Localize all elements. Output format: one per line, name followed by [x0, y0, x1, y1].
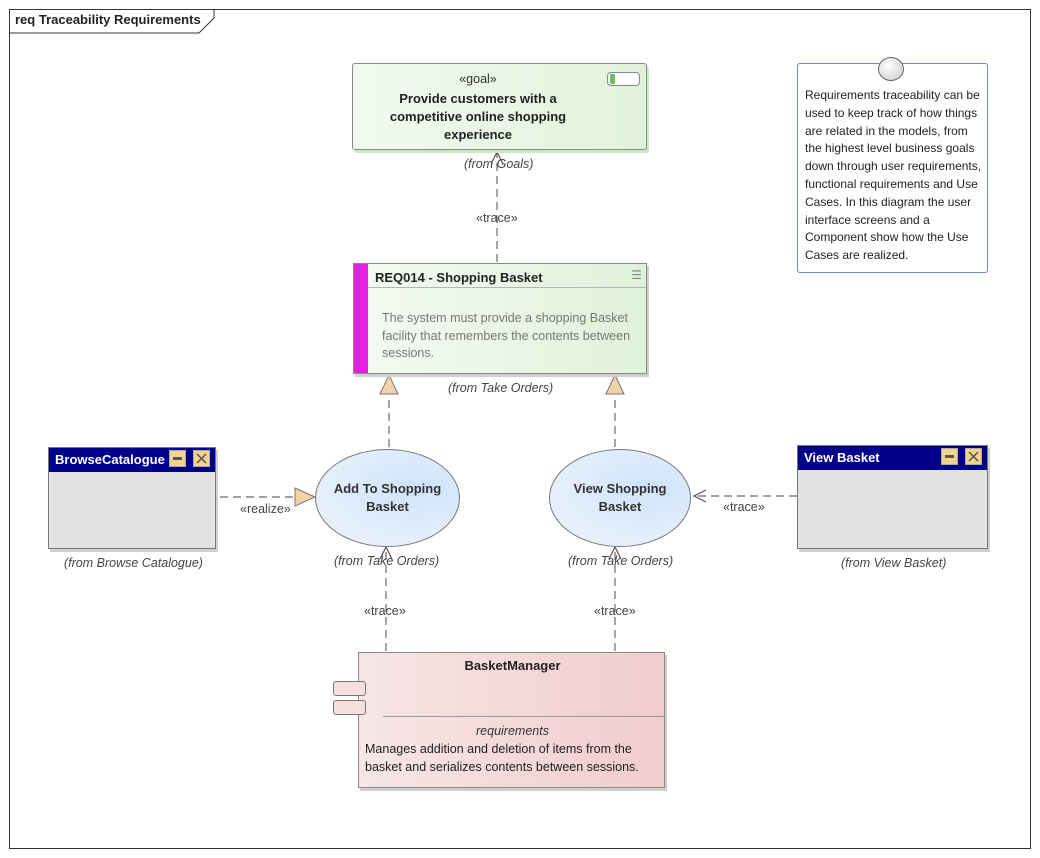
browse-catalogue-titlebar: BrowseCatalogue — [49, 448, 215, 472]
component-port-icon — [333, 681, 366, 696]
frame-tab-outline — [9, 9, 215, 34]
requirement-divider — [368, 287, 646, 288]
view-basket-from: (from View Basket) — [841, 556, 947, 570]
comp-view-trace-label: «trace» — [594, 604, 636, 618]
component-divider — [383, 716, 664, 717]
browse-catalogue-from: (from Browse Catalogue) — [64, 556, 203, 570]
component-port-icon — [333, 700, 366, 715]
minimize-icon[interactable] — [941, 448, 958, 465]
goal-trace-arrowhead — [490, 150, 504, 165]
component-body: Manages addition and deletion of items f… — [365, 742, 639, 774]
requirement-element[interactable]: REQ014 - Shopping Basket ☰ The system mu… — [353, 263, 647, 374]
viewbasket-trace-arrowhead — [692, 489, 707, 503]
component-basket-manager[interactable]: BasketManager requirements Manages addit… — [358, 652, 665, 788]
view-basket-title: View Basket — [804, 450, 880, 465]
minimize-icon[interactable] — [169, 450, 186, 467]
requirement-menu-icon: ☰ — [631, 268, 642, 282]
frame-title: req Traceability Requirements — [15, 12, 201, 27]
close-icon[interactable] — [193, 450, 210, 467]
usecase-view-basket[interactable]: View Shopping Basket — [549, 449, 691, 547]
goal-element[interactable]: «goal» Provide customers with a competit… — [352, 63, 647, 150]
usecase-view-from: (from Take Orders) — [568, 554, 674, 568]
add-realize-arrowhead — [379, 373, 399, 395]
usecase-view-title: View Shopping Basket — [573, 481, 667, 514]
usecase-add-from: (from Take Orders) — [334, 554, 440, 568]
component-section-label: requirements — [476, 724, 549, 738]
comp-add-trace-arrowhead — [379, 545, 393, 560]
goal-trace-label: «trace» — [476, 211, 518, 225]
diagram-frame — [9, 9, 1031, 849]
browse-catalogue-title: BrowseCatalogue — [55, 452, 165, 467]
view-realize-arrowhead — [605, 373, 625, 395]
browse-realize-label: «realize» — [240, 502, 291, 516]
view-basket-trace-label: «trace» — [723, 500, 765, 514]
close-icon[interactable] — [965, 448, 982, 465]
goal-toggle-icon — [607, 72, 640, 86]
usecase-add-title: Add To Shopping Basket — [333, 481, 442, 514]
goal-from: (from Goals) — [464, 157, 534, 171]
browse-realize-arrowhead — [294, 487, 317, 507]
view-basket-titlebar: View Basket — [798, 446, 987, 470]
view-basket-screen[interactable]: View Basket — [797, 445, 988, 549]
requirement-color-bar — [354, 264, 368, 373]
comp-add-trace-label: «trace» — [364, 604, 406, 618]
component-title: BasketManager — [464, 658, 561, 673]
note-element[interactable]: Requirements traceability can be used to… — [797, 63, 988, 273]
comp-view-trace-arrowhead — [608, 545, 622, 560]
note-text: Requirements traceability can be used to… — [805, 88, 982, 263]
goal-title: Provide customers with a competitive onl… — [389, 91, 567, 142]
requirement-from: (from Take Orders) — [448, 381, 554, 395]
note-pin-icon — [878, 57, 904, 81]
usecase-add-to-basket[interactable]: Add To Shopping Basket — [315, 449, 460, 547]
goal-stereotype: «goal» — [459, 72, 497, 86]
requirement-body: The system must provide a shopping Baske… — [382, 311, 631, 360]
browse-catalogue-screen[interactable]: BrowseCatalogue — [48, 447, 216, 549]
requirement-title: REQ014 - Shopping Basket — [375, 270, 543, 285]
